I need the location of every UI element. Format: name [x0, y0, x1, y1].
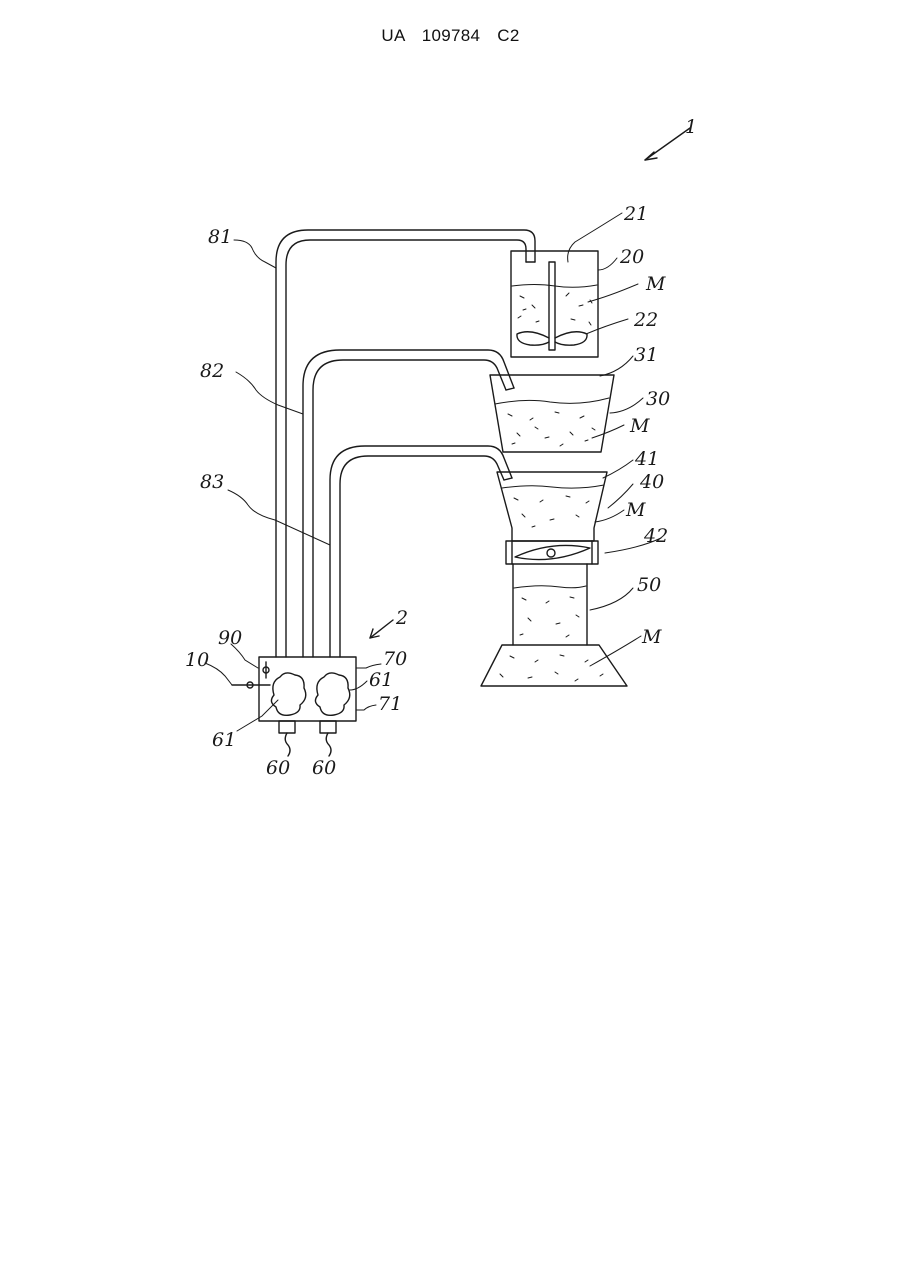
- label-60-left: 60: [266, 757, 290, 779]
- label-M-2: M: [629, 415, 650, 437]
- label-21: 21: [623, 203, 648, 225]
- stirrer-shaft: [549, 262, 555, 350]
- container-50-base: [481, 645, 627, 686]
- heater-61-left: [271, 673, 305, 715]
- container-50: [481, 564, 627, 686]
- label-1: 1: [685, 116, 697, 138]
- label-70: 70: [383, 648, 407, 670]
- valve-42: [506, 541, 598, 564]
- label-M-3: M: [625, 499, 646, 521]
- label-2: 2: [395, 607, 408, 629]
- stirrer-blade-right: [555, 332, 587, 345]
- label-83: 83: [200, 471, 224, 493]
- label-81: 81: [208, 226, 232, 248]
- label-20: 20: [619, 246, 644, 268]
- stirrer-blade-left: [517, 332, 549, 345]
- label-M-1: M: [645, 273, 666, 295]
- container-30: [490, 375, 614, 452]
- label-40: 40: [639, 471, 664, 493]
- label-30: 30: [646, 388, 670, 410]
- label-22: 22: [633, 309, 658, 331]
- label-61-left: 61: [212, 729, 236, 751]
- label-82: 82: [200, 360, 224, 382]
- label-50: 50: [637, 574, 661, 596]
- reference-labels: 1 2 21 20 M 22 31 30 M 41 40 M 42 50 M 8…: [185, 116, 697, 779]
- container-40: [497, 472, 607, 541]
- container-20: [511, 251, 598, 357]
- label-41: 41: [634, 448, 659, 470]
- label-10: 10: [185, 649, 209, 671]
- label-31: 31: [634, 344, 658, 366]
- tube-81: [276, 230, 535, 657]
- label-71: 71: [378, 693, 402, 715]
- label-60-right: 60: [312, 757, 336, 779]
- reference-arrow-1: [645, 128, 690, 160]
- label-61-right: 61: [369, 669, 393, 691]
- tube-83: [330, 446, 512, 657]
- label-90: 90: [218, 627, 242, 649]
- tube-82: [303, 350, 514, 657]
- label-M-4: M: [641, 626, 662, 648]
- label-42: 42: [643, 525, 668, 547]
- heater-61-right: [315, 673, 349, 715]
